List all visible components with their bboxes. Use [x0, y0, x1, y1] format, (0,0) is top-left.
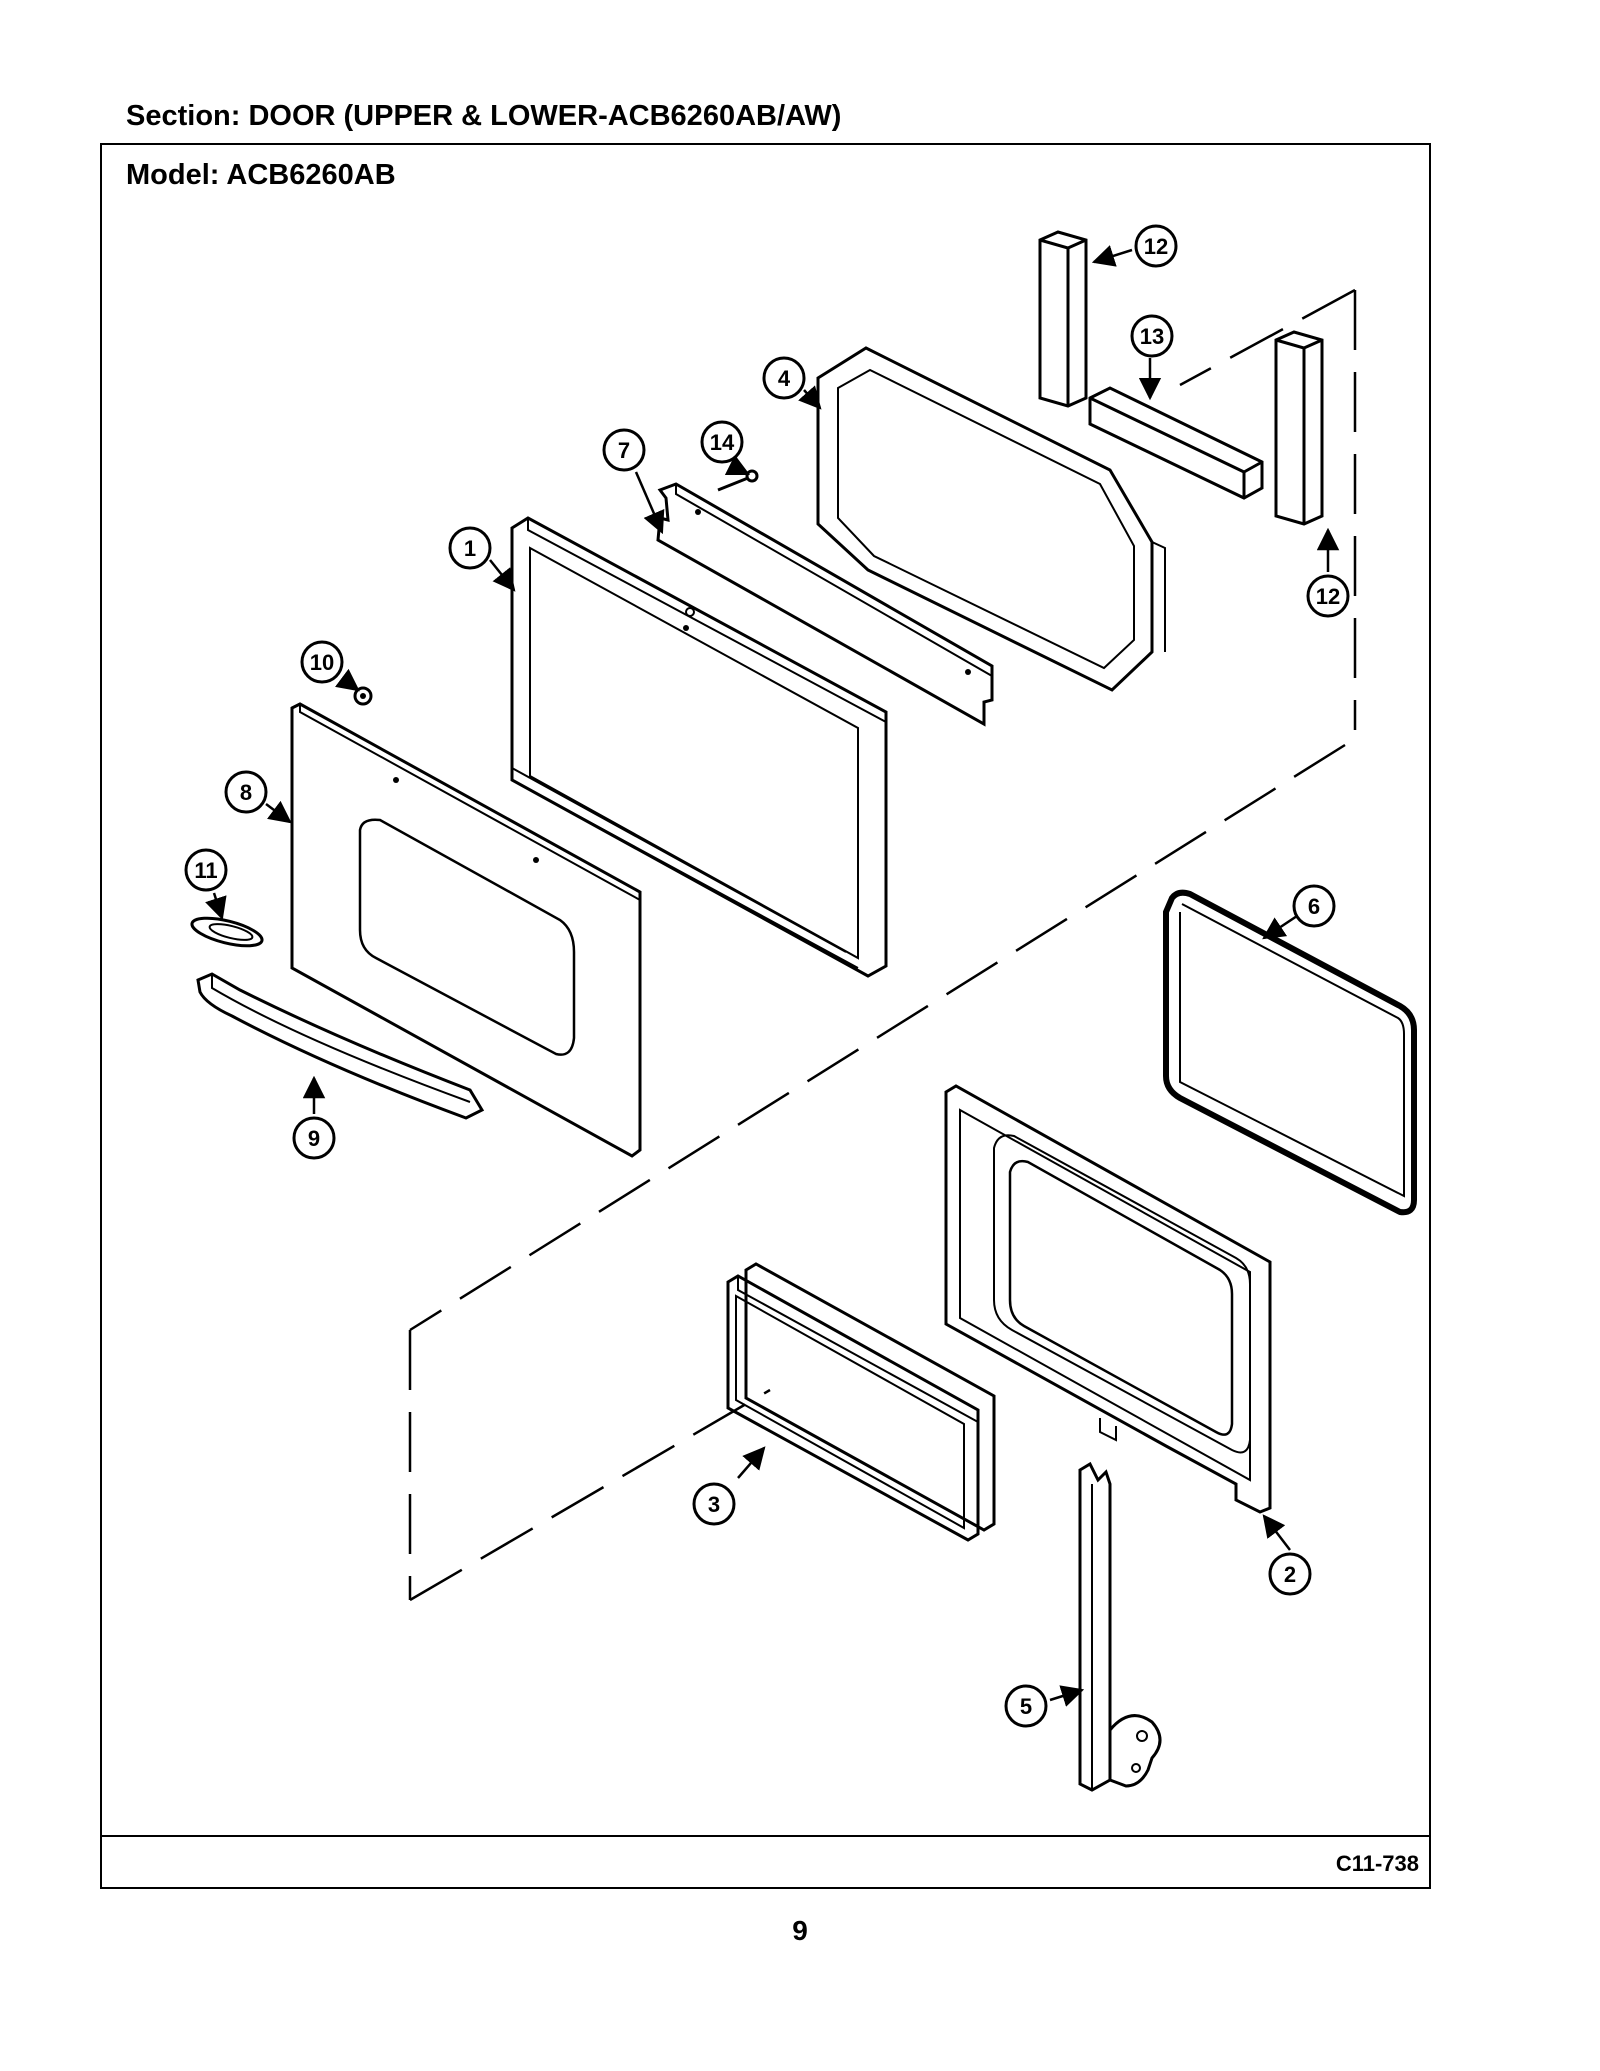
svg-text:11: 11 — [194, 858, 217, 883]
callout-13: 13 — [1130, 314, 1174, 358]
svg-text:13: 13 — [1140, 324, 1164, 349]
part-4-window-pack — [816, 346, 1166, 692]
callout-5: 5 — [1004, 1684, 1048, 1728]
part-3-glass-pack — [726, 1262, 996, 1542]
part-7-bracket — [656, 482, 994, 727]
svg-text:10: 10 — [310, 650, 334, 675]
callout-1: 1 — [448, 526, 492, 570]
part-2-door-liner — [944, 1084, 1272, 1514]
callout-14: 14 — [700, 420, 744, 464]
part-12-right-spacer — [1274, 330, 1324, 526]
part-6-door-gasket — [1163, 889, 1417, 1216]
part-5-hinge — [1078, 1461, 1162, 1792]
svg-text:1: 1 — [464, 536, 476, 561]
dashed-separator — [408, 288, 1357, 1602]
callout-10: 10 — [300, 640, 344, 684]
footer-rule — [102, 1835, 1429, 1837]
callout-4: 4 — [762, 356, 806, 400]
callout-6: 6 — [1292, 884, 1336, 928]
svg-text:5: 5 — [1020, 1694, 1032, 1719]
svg-text:7: 7 — [618, 438, 630, 463]
callout-7: 7 — [602, 428, 646, 472]
svg-text:3: 3 — [708, 1492, 720, 1517]
svg-text:6: 6 — [1308, 894, 1320, 919]
callout-12-upper: 12 — [1134, 224, 1178, 268]
model-title: Model: ACB6260AB — [126, 159, 396, 191]
svg-text:2: 2 — [1284, 1562, 1296, 1587]
callout-12-lower: 12 — [1306, 574, 1350, 618]
svg-text:12: 12 — [1316, 584, 1340, 609]
diagram-code: C11-738 — [1335, 1851, 1419, 1876]
part-8-outer-panel — [290, 702, 642, 1158]
svg-text:9: 9 — [308, 1126, 320, 1151]
part-14-screw — [717, 469, 759, 492]
diagram-frame: Model: ACB6260AB C11-738 — [100, 143, 1431, 1889]
section-title: Section: DOOR (UPPER & LOWER-ACB6260AB/A… — [126, 100, 842, 132]
callout-3: 3 — [692, 1482, 736, 1526]
callout-2: 2 — [1268, 1552, 1312, 1596]
part-10-nut — [353, 686, 373, 706]
callout-9: 9 — [292, 1116, 336, 1160]
callouts: 12 13 12 4 14 7 1 10 — [184, 224, 1350, 1728]
svg-text:12: 12 — [1144, 234, 1168, 259]
page-number: 9 — [792, 1915, 808, 1946]
svg-text:4: 4 — [778, 366, 791, 391]
callout-8: 8 — [224, 770, 268, 814]
leader-arrows — [205, 245, 1340, 1707]
part-13-insulation-bar — [1088, 386, 1264, 500]
callout-11: 11 — [184, 848, 228, 892]
svg-text:8: 8 — [240, 780, 252, 805]
part-11-emblem — [190, 916, 264, 948]
part-9-handle — [196, 972, 485, 1120]
part-12-upper-spacer — [1038, 230, 1088, 408]
svg-text:14: 14 — [710, 430, 735, 455]
part-1-inner-door — [510, 516, 888, 978]
